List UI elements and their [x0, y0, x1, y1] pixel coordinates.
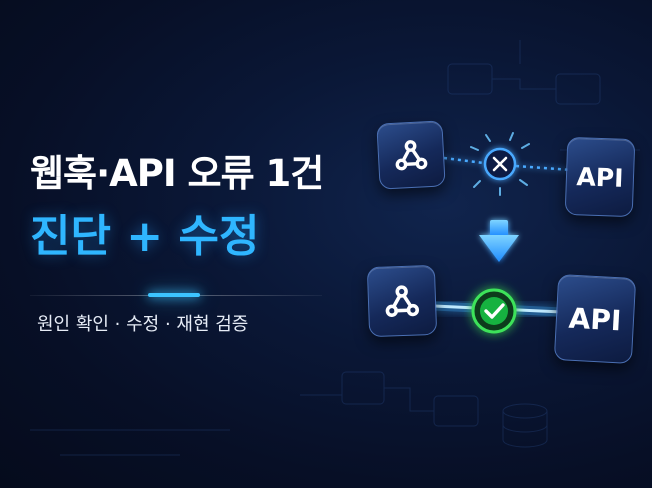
webhook-icon [380, 279, 423, 322]
arrow-down-icon [479, 220, 519, 262]
webhook-tile-bottom [366, 264, 438, 338]
api-tile-top: API [564, 136, 636, 218]
webhook-tile-top [376, 120, 446, 190]
subtitle: 원인 확인 · 수정 · 재현 검증 [37, 314, 249, 335]
broken-link-line [443, 156, 573, 172]
check-icon [471, 288, 517, 334]
spark-marks [470, 132, 530, 196]
headline-line1: 웹훅·API 오류 1건 [30, 152, 324, 195]
x-icon [483, 147, 517, 181]
headline-line2: 진단 + 수정 [30, 211, 260, 262]
api-label-top: API [576, 161, 624, 193]
webhook-icon [390, 134, 432, 176]
divider-highlight [148, 293, 200, 297]
api-tile-bottom: API [553, 274, 637, 364]
api-label-bottom: API [567, 301, 623, 337]
